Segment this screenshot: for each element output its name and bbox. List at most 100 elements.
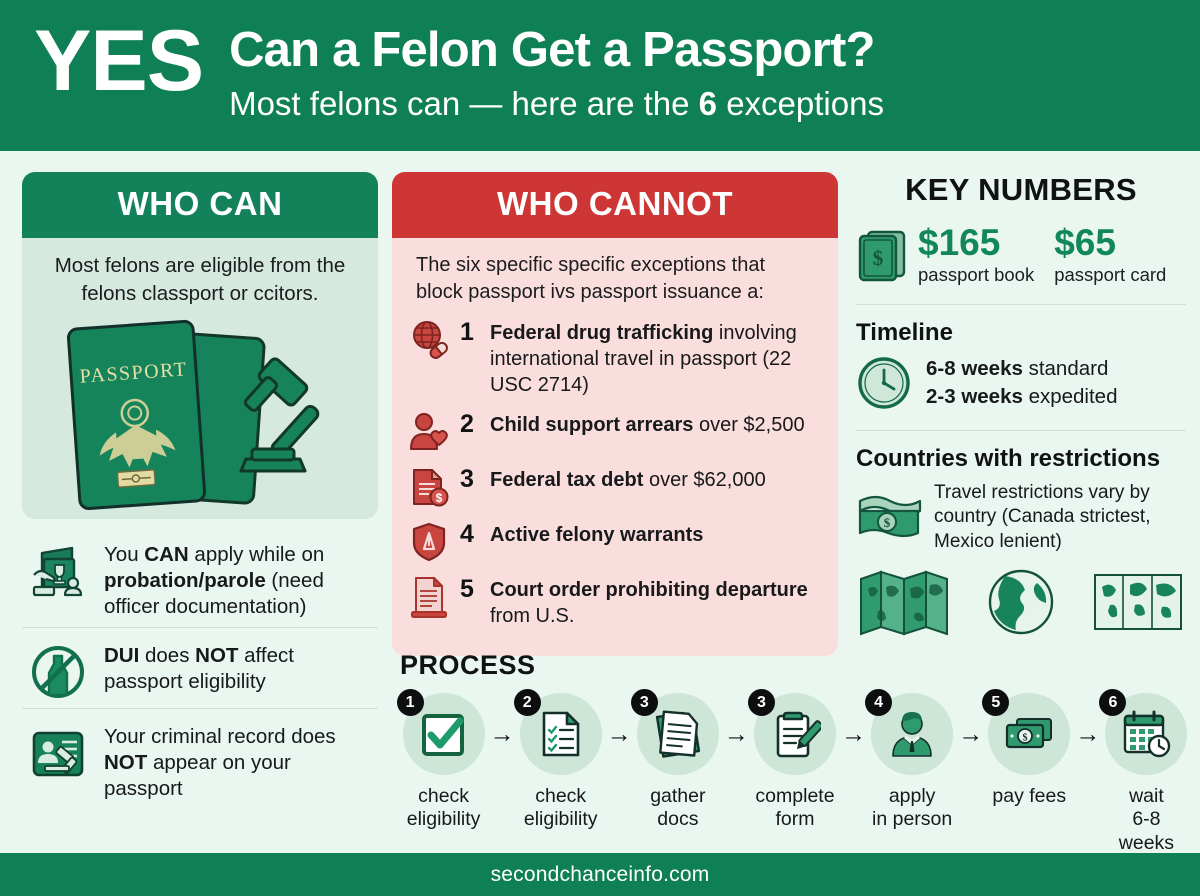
court-order-document-icon [408,576,452,619]
step-number-badge: 3 [747,689,775,716]
divider [856,304,1186,305]
text-emphasis: Federal drug trafficking [490,322,714,345]
person-heart-child-support-icon [408,411,452,453]
text-emphasis: probation/parole [104,569,266,593]
text-segment: apply while on [188,543,325,566]
timeline-standard: 6-8 weeks standard [926,355,1117,383]
countries-row: $ Travel restrictions vary by country (C… [856,481,1186,555]
text-emphasis: CAN [144,543,189,566]
key-numbers-column: KEY NUMBERS $ $165 passport book $65 pas… [856,172,1186,637]
list-item: 2 Child support arrears over $2,500 [408,409,822,453]
step-icon-circle: 6 [1099,689,1188,775]
step-icon-circle: 1 [396,689,485,775]
fee-passport-book: $165 passport book [918,224,1034,286]
money-bills-icon: $ [1006,718,1053,749]
step-label: apply in person [872,785,953,831]
page-footer: secondchanceinfo.com [0,853,1200,896]
who-can-intro: Most felons are eligible from the felons… [54,254,346,305]
list-item-number: 1 [460,318,474,347]
step-icon-circle: 5 $ [982,689,1071,775]
list-item-text: Federal tax debt over $62,000 [490,464,766,493]
who-cannot-heading: WHO CANNOT [392,172,838,238]
clock-icon [856,355,912,411]
fee-amount: $65 [1054,222,1116,263]
list-item-number: 2 [460,410,474,439]
step-number-badge: 2 [513,689,541,716]
checkbox-check-icon [421,714,464,756]
text-segment: appear on your passport [104,750,291,801]
list-item-text: Federal drug trafficking involving inter… [490,317,822,398]
text-segment: expedited [1022,385,1118,409]
text-segment: from U.S. [490,605,575,628]
stacked-documents-icon [655,710,700,758]
text-segment: over $62,000 [643,469,766,492]
globe-americas-icon [975,567,1067,637]
countries-heading: Countries with restrictions [856,444,1161,472]
step-icon-circle: 3 [747,689,836,775]
list-item-number: 3 [460,465,474,494]
world-map-icon [1092,567,1184,637]
list-item: 4 Active felony warrants [408,519,822,563]
text-segment: standard [1022,357,1109,380]
list-item-text: DUI does NOT affect passport eligibility [104,642,370,695]
list-item-text: Court order prohibiting departure from U… [490,574,822,629]
fee-amount: $165 [918,222,1001,263]
subtitle-part-1: Most felons can — here are the [229,84,699,122]
text-emphasis: NOT [195,643,239,667]
text-segment: You [104,543,145,566]
who-cannot-intro: The six specific specific exceptions tha… [416,254,766,303]
subtitle-part-2: exceptions [717,84,884,122]
step-icon-circle: 3 [630,689,719,775]
text-emphasis: NOT [104,750,148,774]
list-item: You CAN apply while on probation/parole … [22,535,378,627]
process-step-7: 6 wait 6-8 weeks [1099,689,1190,855]
timeline-expedited: 2-3 weeks expedited [926,383,1117,411]
arrow-right-icon: → [606,719,632,748]
cash-stack-icon: $ [856,485,922,543]
fees-row: $ $165 passport book $65 passport card [856,224,1186,286]
calendar-clock-icon [1124,710,1171,758]
who-can-bullet-list: You CAN apply while on probation/parole … [22,535,378,808]
person-in-suit-icon [892,712,932,757]
text-segment: Your criminal record does [104,724,336,748]
list-item: Your criminal record does NOT appear on … [22,707,378,809]
folded-map-icon [858,567,950,637]
who-can-card: WHO CAN Most felons are eligible from th… [22,172,378,519]
step-label: gather docs [650,785,706,831]
step-label: check eligibility [406,785,481,831]
process-section: PROCESS 1 check eligibility → 2 [396,650,1190,855]
text-emphasis: Child support arrears [490,414,694,437]
step-label: check eligibility [523,785,598,831]
process-step-3: 3 gather docs [630,689,721,832]
svg-text:$: $ [873,246,884,270]
key-numbers-heading: KEY NUMBERS [905,172,1137,207]
text-emphasis: Federal tax debt [490,469,644,492]
timeline-text: 6-8 weeks standard 2-3 weeks expedited [926,355,1117,412]
svg-text:$: $ [884,515,891,530]
process-step-1: 1 check eligibility [396,689,487,832]
step-icon-circle: 2 [513,689,602,775]
map-thumbnails-row [856,567,1186,637]
shield-warrant-icon [408,521,452,563]
list-item: DUI does NOT affect passport eligibility [22,626,378,708]
who-cannot-list: 1 Federal drug trafficking involving int… [392,311,838,629]
list-item-text: Child support arrears over $2,500 [490,409,805,438]
text-segment: does [139,643,196,667]
arrow-right-icon: → [841,719,867,748]
hand-holding-passport-icon [28,541,88,601]
step-icon-circle: 4 [865,689,954,775]
page-subtitle: Most felons can — here are the 6 excepti… [229,85,884,123]
list-item-number: 5 [460,575,474,604]
page-title: Can a Felon Get a Passport? [229,23,875,77]
step-label: wait 6-8 weeks [1118,785,1175,854]
process-steps: 1 check eligibility → 2 [396,689,1190,855]
list-item: $ 3 Federal tax debt over $62,000 [408,464,822,508]
passport-and-gavel-illustration: PASSPORT [44,311,356,516]
list-item: 5 Court order prohibiting departure from… [408,574,822,629]
text-emphasis: Court order prohibiting departure [490,579,808,602]
text-emphasis: 2-3 weeks [926,385,1023,409]
text-segment: over $2,500 [693,414,805,437]
no-alcohol-icon [28,642,88,702]
timeline-heading: Timeline [856,319,953,346]
step-number-badge: 3 [630,689,658,716]
